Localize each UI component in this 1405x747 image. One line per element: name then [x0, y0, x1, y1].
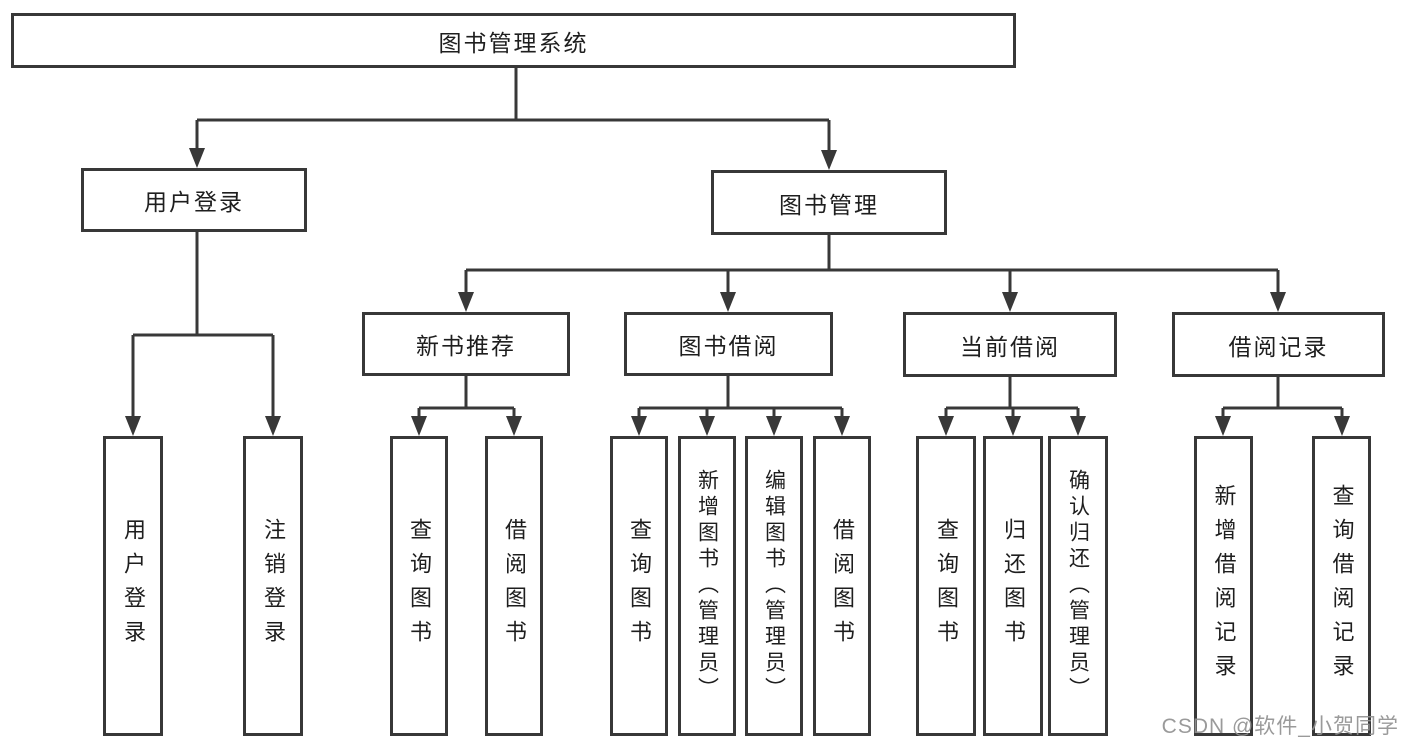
node-label: 借阅记录 [1228, 333, 1329, 360]
leaf-return-books: 归还图书 [983, 436, 1043, 736]
arrow-down-icon [766, 416, 782, 436]
arrow-down-icon [1215, 416, 1231, 436]
arrow-down-icon [1334, 416, 1350, 436]
leaf-confirm-return-admin: 确认归还（管理员） [1048, 436, 1108, 736]
arrow-down-icon [821, 150, 837, 170]
leaf-borrow-books: 借阅图书 [813, 436, 871, 736]
node-book-management: 图书管理 [711, 170, 947, 235]
node-label: 查询图书 [407, 518, 432, 654]
arrow-down-icon [699, 416, 715, 436]
arrow-down-icon [1005, 416, 1021, 436]
leaf-user-login: 用户登录 [103, 436, 163, 736]
node-label: 当前借阅 [960, 333, 1060, 360]
node-root: 图书管理系统 [11, 13, 1016, 68]
arrow-down-icon [834, 416, 850, 436]
arrow-down-icon [1270, 292, 1286, 312]
arrow-down-icon [1070, 416, 1086, 436]
node-label: 查询借阅记录 [1329, 484, 1355, 688]
node-label: 借阅图书 [502, 518, 527, 654]
node-label: 图书管理系统 [438, 29, 589, 56]
arrow-down-icon [631, 416, 647, 436]
leaf-logout: 注销登录 [243, 436, 303, 736]
arrow-down-icon [411, 416, 427, 436]
leaf-borrow-books-recommend: 借阅图书 [485, 436, 543, 736]
node-label: 归还图书 [1001, 518, 1026, 654]
leaf-query-borrow-record: 查询借阅记录 [1312, 436, 1371, 736]
node-label: 新增借阅记录 [1211, 484, 1237, 688]
node-label: 新书推荐 [416, 333, 516, 359]
leaf-query-books-recommend: 查询图书 [390, 436, 448, 736]
watermark: CSDN @软件_小贺同学 [1161, 715, 1399, 738]
leaf-edit-books-admin: 编辑图书（管理员） [745, 436, 803, 736]
leaf-query-books-borrow: 查询图书 [610, 436, 668, 736]
node-label: 注销登录 [261, 518, 286, 654]
arrow-down-icon [506, 416, 522, 436]
node-label: 图书管理 [779, 191, 879, 218]
node-current-borrow: 当前借阅 [903, 312, 1117, 377]
node-label: 编辑图书（管理员） [762, 469, 786, 703]
node-label: 查询图书 [934, 518, 959, 654]
node-label: 用户登录 [121, 518, 146, 654]
node-label: 查询图书 [627, 518, 652, 654]
node-label: 用户登录 [144, 189, 244, 215]
node-label: 新增图书（管理员） [695, 469, 719, 703]
node-label: 图书借阅 [678, 333, 779, 359]
arrow-down-icon [938, 416, 954, 436]
arrow-down-icon [720, 292, 736, 312]
arrow-down-icon [1002, 292, 1018, 312]
node-new-book-recommend: 新书推荐 [362, 312, 570, 376]
arrow-down-icon [265, 416, 281, 436]
node-borrow-records: 借阅记录 [1172, 312, 1385, 377]
node-book-borrow: 图书借阅 [624, 312, 833, 376]
arrow-down-icon [458, 292, 474, 312]
node-user-login: 用户登录 [81, 168, 307, 232]
leaf-add-borrow-record: 新增借阅记录 [1194, 436, 1253, 736]
node-label: 确认归还（管理员） [1066, 469, 1090, 703]
leaf-query-books-current: 查询图书 [916, 436, 976, 736]
arrow-down-icon [125, 416, 141, 436]
leaf-add-books-admin: 新增图书（管理员） [678, 436, 736, 736]
arrow-down-icon [189, 148, 205, 168]
node-label: 借阅图书 [830, 518, 855, 654]
